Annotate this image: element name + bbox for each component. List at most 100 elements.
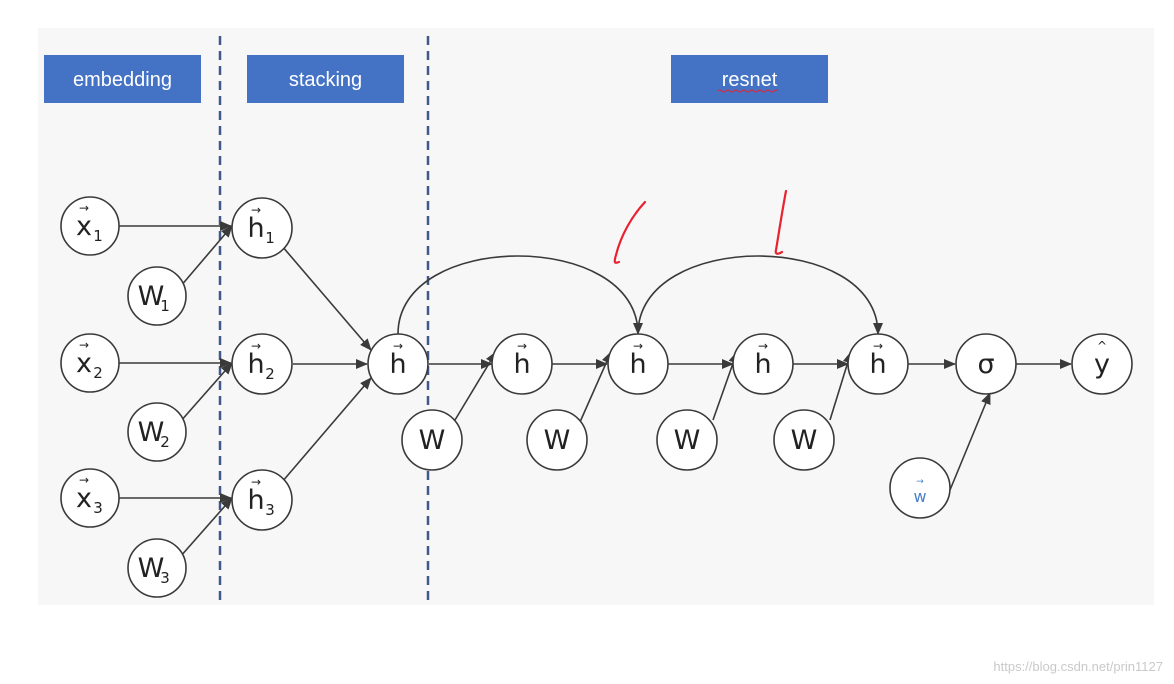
diagram-background [38, 28, 1154, 605]
node-w3-subscript: 3 [160, 569, 170, 587]
node-x2-subscript: 2 [93, 364, 103, 382]
node-resnet-w4: W [773, 409, 835, 471]
header-embedding-label: embedding [73, 69, 172, 91]
node-x3-symbol: x [76, 483, 92, 514]
header-embedding: embedding [44, 55, 201, 103]
node-resnet-h1-circle [491, 333, 553, 395]
edge-h1-h [281, 245, 372, 351]
skip-connection-h-to-r2 [397, 255, 643, 335]
node-x3-subscript: 3 [93, 499, 103, 517]
node-resnet-h2-circle [607, 333, 669, 395]
node-h3-subscript: 3 [265, 501, 275, 519]
node-resnet-h1-symbol: h [513, 349, 530, 380]
edge-rw1-r1 [454, 351, 497, 421]
node-resnet-w4-symbol: W [791, 425, 818, 456]
node-resnet-h1: h→ [491, 333, 553, 395]
header-resnet-box [671, 55, 828, 103]
node-x2-symbol: x [76, 348, 92, 379]
node-sigma-circle [955, 333, 1017, 395]
node-resnet-w3-circle [656, 409, 718, 471]
node-h-circle [367, 333, 429, 395]
node-x3-mark: → [79, 473, 89, 487]
node-w-vector-circle [889, 457, 951, 519]
header-resnet-label: resnet [722, 69, 778, 91]
node-resnet-h4-circle [847, 333, 909, 395]
header-stacking-label: stacking [289, 69, 362, 91]
header-embedding-box [44, 55, 201, 103]
node-h2-circle [231, 333, 293, 395]
node-resnet-h4-mark: → [873, 339, 883, 353]
node-y-hat-mark: ^ [1097, 339, 1107, 353]
edge-w2-h2 [179, 362, 233, 423]
node-w1: W1 [127, 266, 187, 326]
watermark: https://blog.csdn.net/prin1127 [993, 659, 1163, 674]
node-y-hat-circle [1071, 333, 1133, 395]
node-x3-circle [60, 468, 120, 528]
node-resnet-h2-mark: → [633, 339, 643, 353]
node-w2-circle [127, 402, 187, 462]
node-resnet-w2-symbol: W [544, 425, 571, 456]
annotation-check-mark-1 [613, 200, 647, 264]
node-h2-symbol: h [247, 349, 264, 380]
node-w2: W2 [127, 402, 187, 462]
node-resnet-h3-circle [732, 333, 794, 395]
node-resnet-h3-symbol: h [754, 349, 771, 380]
node-resnet-w1-symbol: W [419, 425, 446, 456]
node-resnet-w2: W [526, 409, 588, 471]
node-w3: W3 [127, 538, 187, 598]
node-w3-symbol: W [138, 553, 165, 584]
edges [119, 221, 1072, 558]
node-x1-subscript: 1 [93, 227, 103, 245]
node-h-symbol: h [389, 349, 406, 380]
node-h1-subscript: 1 [265, 229, 275, 247]
node-x2-circle [60, 333, 120, 393]
node-resnet-w1: W [401, 409, 463, 471]
edge-rw2-r2 [579, 351, 612, 423]
node-w-vector: w→ [889, 457, 951, 519]
header-stacking: stacking [247, 55, 404, 103]
skip-connection-r2-to-r4 [637, 255, 883, 335]
node-sigma: σ [955, 333, 1017, 395]
node-resnet-h1-mark: → [517, 339, 527, 353]
node-resnet-h2-symbol: h [629, 349, 646, 380]
edge-h3-h [281, 377, 372, 483]
node-resnet-h4: h→ [847, 333, 909, 395]
node-h2-mark: → [251, 339, 261, 353]
node-h1-mark: → [251, 203, 261, 217]
node-resnet-w3-symbol: W [674, 425, 701, 456]
node-y-hat-symbol: y [1094, 349, 1110, 380]
node-h1-symbol: h [247, 213, 264, 244]
node-y-hat: y^ [1071, 333, 1133, 395]
node-w2-subscript: 2 [160, 433, 170, 451]
node-w1-symbol: W [138, 281, 165, 312]
node-w-vector-symbol: w [913, 487, 926, 506]
node-h3-circle [231, 469, 293, 531]
node-resnet-w2-circle [526, 409, 588, 471]
node-h3-symbol: h [247, 485, 264, 516]
node-resnet-h4-symbol: h [869, 349, 886, 380]
node-resnet-w3: W [656, 409, 718, 471]
node-sigma-symbol: σ [977, 349, 994, 380]
node-x2-mark: → [79, 338, 89, 352]
node-w1-subscript: 1 [160, 297, 170, 315]
node-w1-circle [127, 266, 187, 326]
node-h2-subscript: 2 [265, 365, 275, 383]
node-w-vector-mark: → [916, 477, 924, 487]
edge-w3-h3 [179, 497, 233, 558]
node-h3-mark: → [251, 475, 261, 489]
node-x1-circle [60, 196, 120, 256]
annotation-check-mark-2 [774, 189, 788, 255]
node-h1-circle [231, 197, 293, 259]
node-w3-circle [127, 538, 187, 598]
node-w2-symbol: W [138, 417, 165, 448]
spellcheck-squiggle [717, 89, 779, 93]
node-x1-symbol: x [76, 211, 92, 242]
